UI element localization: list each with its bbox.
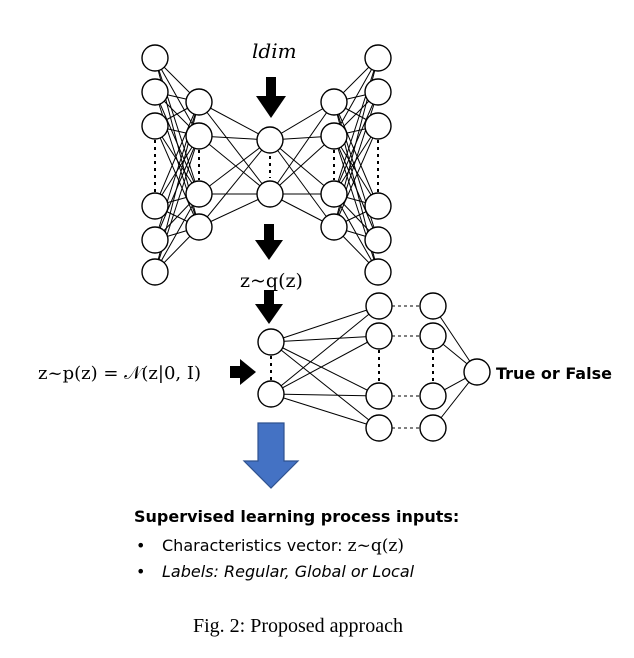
edge-discriminator-input (270, 305, 380, 343)
inputs-item-characteristics: • Characteristics vector: z~q(z) (136, 536, 404, 556)
node-dH2 (419, 414, 447, 442)
ldim-label: ldim (252, 39, 297, 63)
edge-decoder-latent (269, 139, 335, 228)
node-dIn (257, 380, 285, 408)
node-encIn (141, 226, 169, 254)
item-text: Labels: Regular, Global or Local (162, 562, 415, 581)
down-arrow-to-discriminator (255, 290, 283, 324)
node-latent (256, 126, 284, 154)
node-dH2 (419, 292, 447, 320)
edge-decoder-latent (269, 101, 335, 195)
node-encIn (141, 258, 169, 286)
edge-decoder-output (333, 101, 379, 207)
latent-q-label: z~q(z) (240, 270, 303, 292)
node-encHid (185, 180, 213, 208)
node-encIn (141, 192, 169, 220)
node-dH2 (419, 322, 447, 350)
item-text: Characteristics vector: z~q(z) (162, 536, 404, 556)
node-decHid (320, 88, 348, 116)
output-label: True or False (496, 364, 612, 383)
node-decOut (364, 226, 392, 254)
node-decOut (364, 192, 392, 220)
edge-decoder-output (333, 57, 379, 137)
node-encHid (185, 213, 213, 241)
item-prefix: Characteristics vector: (162, 536, 348, 555)
edge-discriminator-input (270, 305, 380, 395)
edge-encoder-latent (198, 139, 271, 228)
edge-discriminator-input (270, 341, 380, 397)
node-dH1 (365, 292, 393, 320)
down-arrow-to-latent (255, 224, 283, 260)
item-math: z~q(z) (348, 536, 404, 556)
bullet: • (136, 562, 145, 581)
edge-encoder-input (154, 101, 200, 207)
node-decHid (320, 122, 348, 150)
node-decHid (320, 213, 348, 241)
edge-decoder-output (333, 125, 379, 228)
edge-encoder-latent (198, 139, 271, 195)
inputs-item-labels: • Labels: Regular, Global or Local (136, 562, 415, 581)
node-encIn (141, 112, 169, 140)
bullet: • (136, 536, 145, 555)
node-encHid (185, 88, 213, 116)
node-encIn (141, 78, 169, 106)
edge-discriminator-input (270, 393, 380, 429)
prior-p-label: z~p(z) = 𝒩(z|0, I) (38, 363, 201, 384)
node-decOut (364, 78, 392, 106)
node-decHid (320, 180, 348, 208)
edge-encoder-input (154, 193, 200, 273)
node-dH1 (365, 322, 393, 350)
right-arrow-prior (230, 359, 256, 385)
edge-encoder-input (154, 125, 200, 228)
edge-encoder-input (154, 91, 200, 195)
edge-encoder-latent (198, 135, 271, 195)
node-dH1 (365, 414, 393, 442)
edge-discriminator-input (270, 341, 380, 429)
node-dOut (463, 358, 491, 386)
blue-down-arrow (242, 422, 300, 489)
node-encHid (185, 122, 213, 150)
edge-discriminator-input (270, 335, 380, 395)
edge-discriminator-input (270, 335, 380, 343)
node-decOut (364, 44, 392, 72)
node-encIn (141, 44, 169, 72)
down-arrow-ldim (256, 77, 286, 118)
edge-encoder-latent (198, 101, 271, 195)
node-dH1 (365, 382, 393, 410)
edge-discriminator-input (270, 393, 380, 397)
edge-decoder-output (333, 135, 379, 207)
figure-caption: Fig. 2: Proposed approach (193, 615, 403, 637)
edge-decoder-latent (269, 135, 335, 195)
node-dIn (257, 328, 285, 356)
inputs-heading: Supervised learning process inputs: (134, 507, 459, 526)
edge-decoder-output (333, 135, 379, 241)
edge-decoder-latent (269, 139, 335, 195)
network-nodes (141, 44, 491, 442)
node-latent (256, 180, 284, 208)
node-dH2 (419, 382, 447, 410)
layer-ellipsis-dots (154, 140, 434, 382)
node-decOut (364, 258, 392, 286)
node-decOut (364, 112, 392, 140)
